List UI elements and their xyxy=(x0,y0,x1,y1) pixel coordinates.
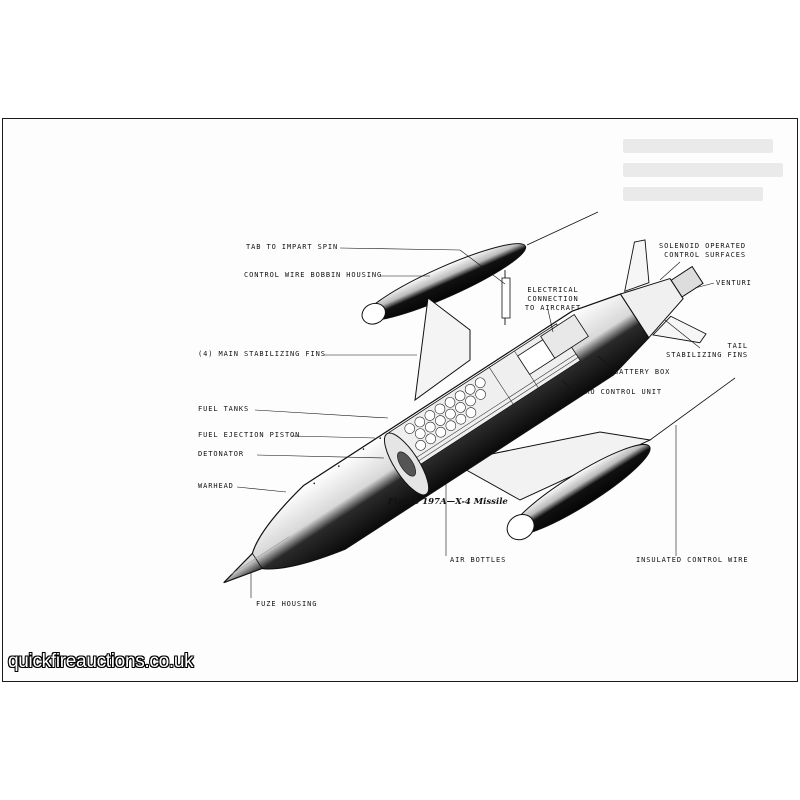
label-fuze-housing: FUZE HOUSING xyxy=(256,600,318,608)
lower-wing-pod xyxy=(506,377,736,541)
label-gyro-control-unit: GYRO CONTROL UNIT xyxy=(575,388,662,396)
label-fuel-ejection-piston: FUEL EJECTION PISTON xyxy=(198,431,301,439)
label-insulated-control-wire: INSULATED CONTROL WIRE xyxy=(636,556,749,564)
missile-fuselage xyxy=(223,239,707,584)
leader-lines xyxy=(236,247,715,598)
watermark: quickfireauctions.co.uk xyxy=(8,651,194,672)
label-electrical-connection: ELECTRICAL CONNECTION TO AIRCRAFT xyxy=(524,286,582,312)
label-tail-stabilizing-fins: TAIL STABILIZING FINS xyxy=(666,342,748,359)
label-main-stabilizing-fins: (4) MAIN STABILIZING FINS xyxy=(198,350,326,358)
label-battery-box: BATTERY BOX xyxy=(614,368,671,376)
bleed-through-text xyxy=(623,129,793,249)
label-fuel-tanks: FUEL TANKS xyxy=(198,405,250,413)
label-tab-to-impart-spin: TAB TO IMPART SPIN xyxy=(246,243,339,251)
spin-tab xyxy=(501,277,511,319)
document-sheet xyxy=(2,118,798,682)
upper-main-fin xyxy=(414,297,471,402)
label-venturi: VENTURI xyxy=(716,279,752,287)
label-control-wire-bobbin-housing: CONTROL WIRE BOBBIN HOUSING xyxy=(244,271,383,279)
label-detonator: DETONATOR xyxy=(198,450,245,458)
label-solenoid-operated-control-surfaces: SOLENOID OPERATED CONTROL SURFACES xyxy=(659,242,746,259)
label-air-bottles: AIR BOTTLES xyxy=(450,556,507,564)
upper-wing-pod xyxy=(361,211,599,325)
figure-caption: Figure 197A—X-4 Missile xyxy=(388,497,508,507)
label-warhead: WARHEAD xyxy=(198,482,234,490)
